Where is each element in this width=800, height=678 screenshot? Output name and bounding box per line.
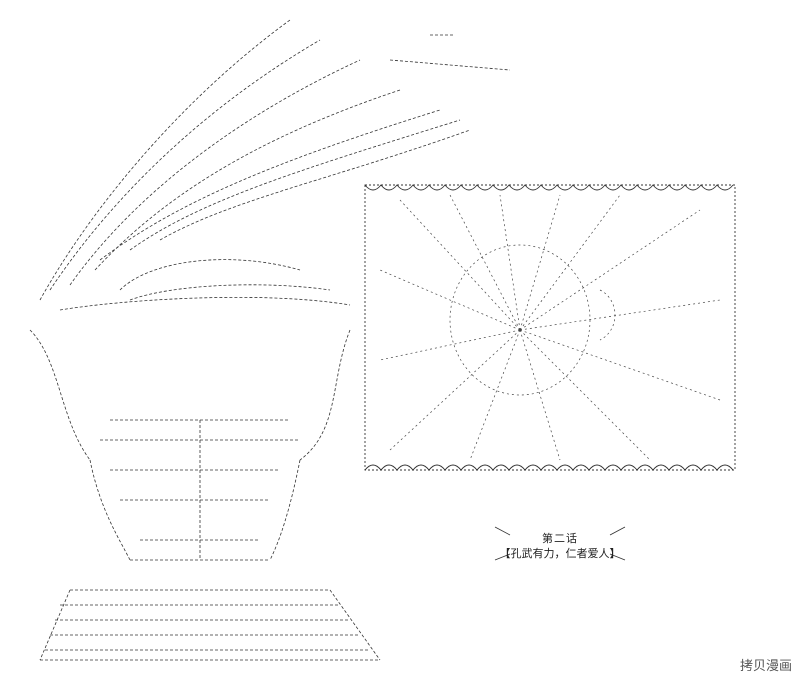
watermark-text: 拷贝漫画 (739, 659, 792, 674)
chapter-title-block: 第二话 【孔武有力，仁者爱人】 (490, 522, 630, 562)
chapter-subtitle: 【孔武有力，仁者爱人】 (499, 547, 621, 560)
chapter-number-label: 第二话 (542, 532, 578, 545)
